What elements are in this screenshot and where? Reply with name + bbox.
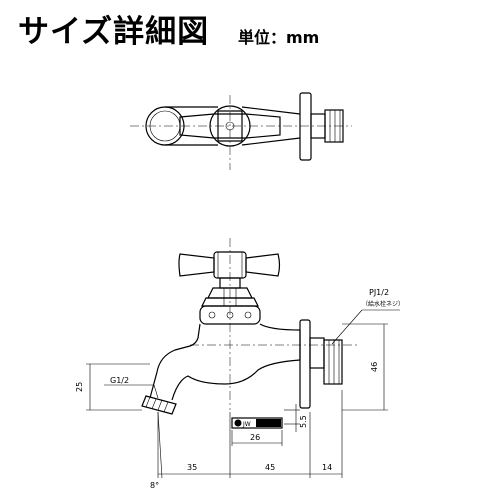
badge-text: JW <box>242 421 251 428</box>
unit-label: 単位：mm <box>238 28 320 47</box>
top-view <box>130 92 352 170</box>
page-title: サイズ詳細図 <box>18 14 210 50</box>
dim-height-46: 46 <box>370 362 379 372</box>
dim-length-45: 45 <box>265 463 275 472</box>
label-thread-note: （給水栓ネジ） <box>362 300 404 308</box>
dim-height-25: 25 <box>75 382 84 392</box>
dimension-lines: 25 G1/2 46 PJ1/2 （給水栓ネジ） 5.5 26 35 45 <box>75 288 404 490</box>
jw-badge: JW <box>231 417 283 429</box>
dim-length-35: 35 <box>187 463 197 472</box>
dim-angle-8: 8° <box>150 481 159 490</box>
dim-width-26: 26 <box>250 433 260 442</box>
label-hose-thread: G1/2 <box>110 376 129 385</box>
side-view <box>141 238 360 415</box>
label-thread-main: PJ1/2 <box>369 288 389 297</box>
dim-spacing-55: 5.5 <box>299 415 308 428</box>
dim-length-14: 14 <box>322 463 332 472</box>
